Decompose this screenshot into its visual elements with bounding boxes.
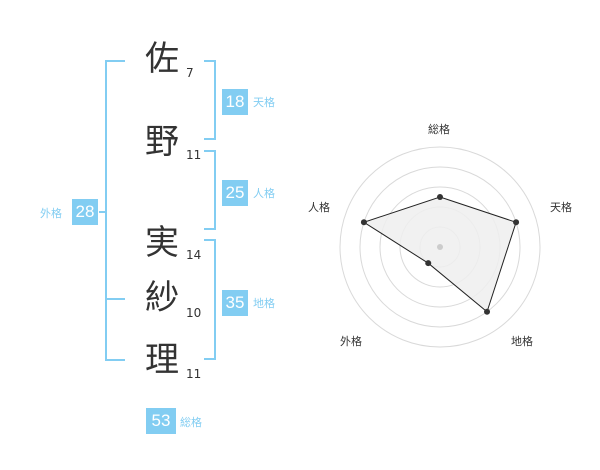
gaikaku-value: 28 bbox=[72, 199, 98, 225]
radar-axis-label-soukaku: 総格 bbox=[428, 123, 450, 136]
name-char-1: 佐 bbox=[145, 39, 179, 79]
soukaku-label: 総格 bbox=[180, 416, 202, 429]
jinkaku-label: 人格 bbox=[253, 187, 275, 200]
stroke-count-4: 10 bbox=[186, 306, 202, 320]
radar-axis-label-chikaku: 地格 bbox=[511, 335, 533, 348]
radar-point-1 bbox=[437, 194, 443, 200]
radar-ring-4 bbox=[359, 166, 521, 328]
radar-center-dot bbox=[437, 244, 443, 250]
jinkaku-value: 25 bbox=[222, 180, 248, 206]
name-char-4: 紗 bbox=[145, 278, 179, 318]
jinkaku-bracket bbox=[204, 150, 216, 230]
radar-ring-5 bbox=[339, 146, 541, 348]
radar-axis-label-gaikaku: 外格 bbox=[340, 335, 362, 348]
stroke-count-1: 7 bbox=[186, 66, 194, 80]
radar-axis-label-jinkaku: 人格 bbox=[308, 201, 330, 214]
radar-point-2 bbox=[513, 219, 520, 226]
tenkaku-label: 天格 bbox=[253, 96, 275, 109]
gaikaku-bracket-divider bbox=[105, 298, 125, 300]
gaikaku-bracket bbox=[105, 60, 125, 361]
radar-point-5 bbox=[360, 219, 367, 226]
radar-point-4 bbox=[425, 260, 432, 267]
chikaku-value: 35 bbox=[222, 290, 248, 316]
name-char-2: 野 bbox=[145, 122, 179, 162]
name-char-5: 理 bbox=[145, 340, 179, 380]
radar-axis-label-tenkaku: 天格 bbox=[550, 201, 572, 214]
stroke-count-3: 14 bbox=[186, 248, 202, 262]
gaikaku-label: 外格 bbox=[40, 207, 62, 220]
radar-point-3 bbox=[484, 308, 491, 315]
tenkaku-value: 18 bbox=[222, 89, 248, 115]
stroke-count-5: 11 bbox=[186, 367, 202, 381]
tenkaku-bracket bbox=[204, 60, 216, 140]
name-char-3: 実 bbox=[145, 223, 179, 263]
gaikaku-bracket-stub bbox=[99, 211, 107, 213]
stroke-count-2: 11 bbox=[186, 148, 202, 162]
soukaku-value: 53 bbox=[146, 408, 176, 434]
chikaku-bracket bbox=[204, 239, 216, 360]
chikaku-label: 地格 bbox=[253, 297, 275, 310]
radar-value-polygon bbox=[362, 196, 517, 313]
